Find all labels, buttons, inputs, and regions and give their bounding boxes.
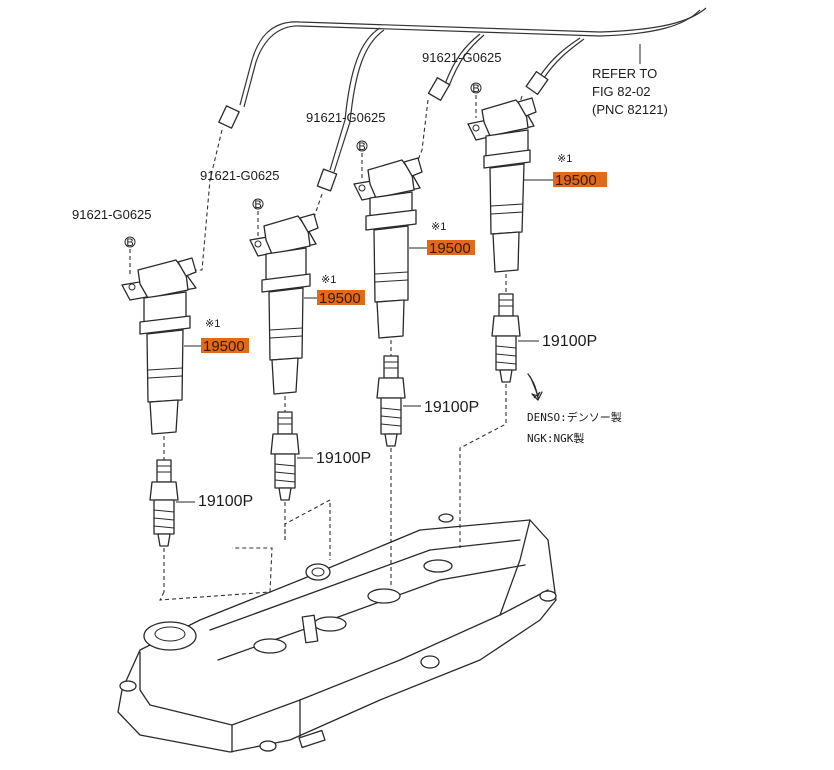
reference-line-1: REFER TO [592,66,657,81]
coil-highlight [201,338,249,353]
spark-plug-4 [491,293,521,383]
coil-part-number: 19500 [203,338,245,355]
bolt-symbol: B [358,141,365,153]
wire-harness [218,7,707,192]
coil-label-3: ※1 19500 [409,221,475,257]
figure-reference: REFER TO FIG 82-02 (PNC 82121) [592,44,668,117]
legend-line-1: DENSO:デンソー製 [527,410,622,424]
coil-part-number: 19500 [319,290,361,307]
spark-plug-3 [376,355,406,586]
coil-mark: ※1 [431,221,446,233]
cylinder-head-cover [117,513,557,753]
bolt-part-number: 91621-G0625 [422,50,502,65]
reference-line-2: FIG 82-02 [592,84,651,99]
coil-label-1: ※1 19500 [184,318,249,355]
ignition-coil-1: B [121,236,197,460]
coil-mark: ※1 [205,318,220,330]
bolt-symbol: B [254,199,261,211]
bolt-part-number: 91621-G0625 [306,110,386,125]
coil-highlight [427,240,475,255]
reference-line-3: (PNC 82121) [592,102,668,117]
ignition-coil-2: B [249,198,319,412]
coil-part-number: 19500 [429,240,471,257]
coil-mark: ※1 [557,153,572,165]
labels: 91621-G0625 91621-G0625 91621-G0625 9162… [72,44,668,510]
plug-part-number: 19100P [198,493,253,510]
bolt-part-number: 91621-G0625 [72,207,152,222]
spark-plug-1 [149,459,179,592]
coil-label-4: ※1 19500 [523,153,607,189]
coil-highlight [553,172,607,187]
plug-part-number: 19100P [316,450,371,467]
spark-plug-2 [270,411,300,540]
plug-part-number: 19100P [542,333,597,350]
legend-line-2: NGK:NGK製 [527,431,584,445]
coil-highlight [317,290,365,305]
ignition-coil-3: B [353,140,423,356]
plug-part-number: 19100P [424,399,479,416]
mount-dashes [159,384,507,601]
ignition-coil-4: B [467,82,537,294]
coil-part-number: 19500 [555,172,597,189]
coil-label-2: ※1 19500 [304,274,365,307]
bolt-symbol: B [472,83,479,95]
arrow-down-icon [527,373,543,401]
coil-mark: ※1 [321,274,336,286]
bolt-part-number: 91621-G0625 [200,168,280,183]
bolt-symbol: B [126,237,133,249]
